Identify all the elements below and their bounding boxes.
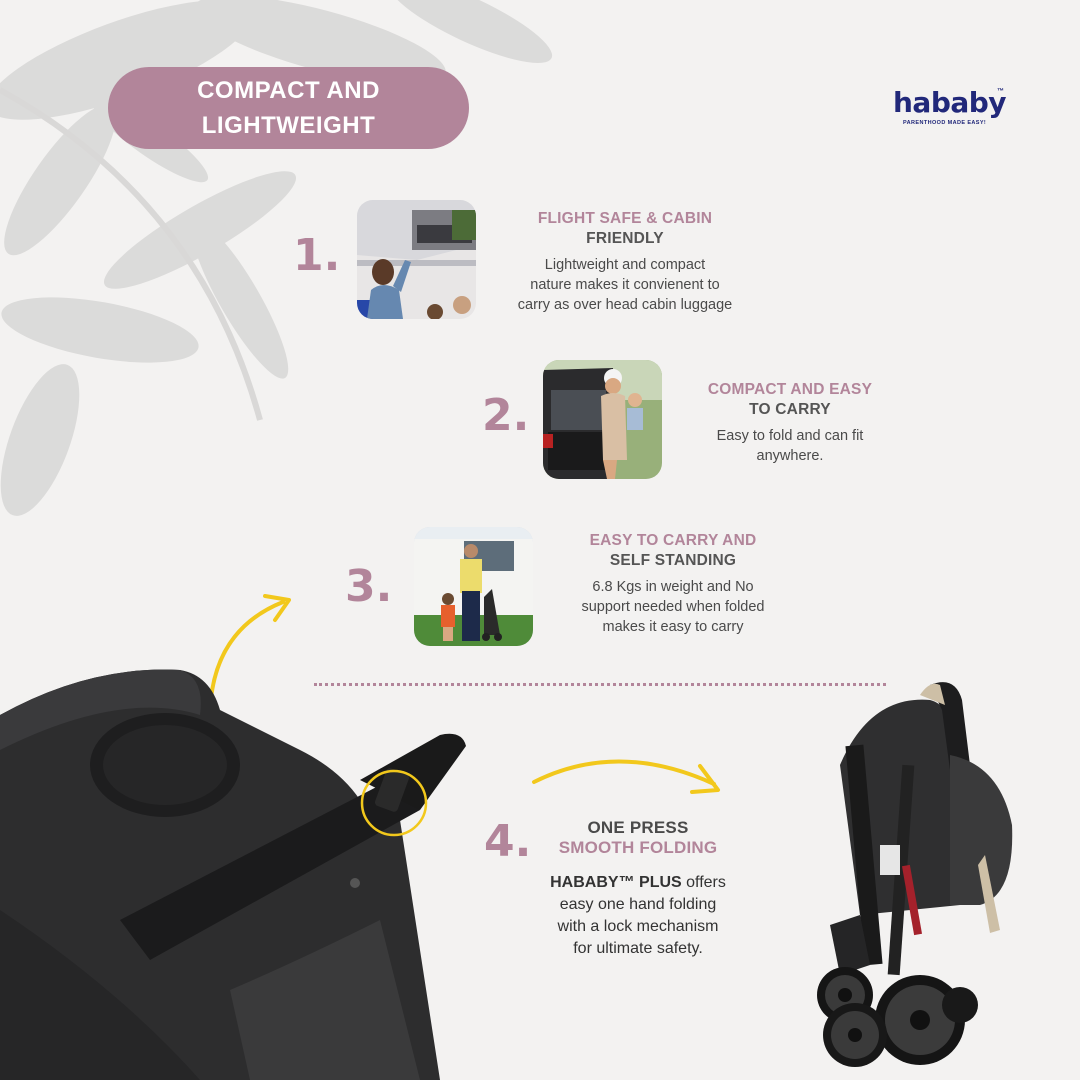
highlight-circle-icon bbox=[360, 769, 428, 837]
feature-2-desc-line-2: anywhere. bbox=[756, 448, 824, 464]
folded-stroller-photo bbox=[817, 682, 1013, 1067]
feature-4-brand-name: HABABY™ PLUS bbox=[550, 874, 682, 891]
feature-1-desc-line-2: nature makes it convienent to bbox=[530, 277, 720, 293]
feature-4-heading-line-1: ONE PRESS bbox=[587, 818, 689, 837]
feature-4-number: 4. bbox=[484, 816, 532, 867]
feature-4-desc-line-1: HABABY™ PLUS offers bbox=[528, 872, 748, 894]
feature-1-desc-line-1: Lightweight and compact bbox=[544, 257, 706, 273]
feature-4-text: ONE PRESS SMOOTH FOLDING HABABY™ PLUS of… bbox=[528, 818, 748, 960]
feature-3-text: EASY TO CARRY AND SELF STANDING 6.8 Kgs … bbox=[563, 531, 783, 637]
feature-3-heading-line-1: EASY TO CARRY AND bbox=[589, 532, 757, 549]
feature-3-desc-line-1: 6.8 Kgs in weight and No bbox=[592, 579, 754, 595]
feature-1-desc-line-3: carry as over head cabin luggage bbox=[517, 297, 733, 313]
feature-4-description: HABABY™ PLUS offers easy one hand foldin… bbox=[528, 872, 748, 960]
feature-4-heading-line-2: SMOOTH FOLDING bbox=[558, 838, 718, 857]
title-line-1: COMPACT AND bbox=[197, 77, 380, 104]
title-line-2: LIGHTWEIGHT bbox=[201, 112, 376, 139]
logo-trademark: ™ bbox=[997, 88, 1004, 95]
feature-1-text: FLIGHT SAFE & CABIN FRIENDLY Lightweight… bbox=[495, 209, 755, 315]
feature-4-desc-line-1-rest: offers bbox=[681, 874, 726, 891]
feature-2-desc-line-1: Easy to fold and can fit bbox=[716, 428, 864, 444]
curved-arrow-icon bbox=[532, 759, 720, 794]
feature-1-description: Lightweight and compact nature makes it … bbox=[495, 255, 755, 315]
feature-1-photo bbox=[357, 200, 476, 319]
feature-2-text: COMPACT AND EASY TO CARRY Easy to fold a… bbox=[690, 380, 890, 466]
page-title: COMPACT AND LIGHTWEIGHT bbox=[108, 67, 469, 149]
feature-2-number: 2. bbox=[482, 390, 530, 441]
feature-4-desc-line-2: easy one hand folding bbox=[559, 896, 717, 913]
logo-tagline: PARENTHOOD MADE EASY! bbox=[903, 120, 987, 126]
leaf-shadow-decoration bbox=[0, 0, 553, 516]
feature-3-number: 3. bbox=[345, 561, 393, 612]
feature-3-photo bbox=[414, 527, 533, 646]
feature-1-number: 1. bbox=[293, 230, 341, 281]
feature-2-heading-line-1: COMPACT AND EASY bbox=[707, 381, 873, 398]
feature-4-desc-line-4: for ultimate safety. bbox=[573, 940, 703, 957]
section-divider bbox=[314, 683, 886, 686]
feature-1-heading-line-1: FLIGHT SAFE & CABIN bbox=[537, 210, 713, 227]
feature-4-desc-line-3: with a lock mechanism bbox=[557, 918, 719, 935]
brand-logo: hababy ™ PARENTHOOD MADE EASY! bbox=[893, 88, 1013, 132]
stroller-canopy-photo bbox=[0, 669, 466, 1080]
feature-1-heading-line-2: FRIENDLY bbox=[586, 230, 664, 247]
feature-2-photo bbox=[543, 360, 662, 479]
feature-3-description: 6.8 Kgs in weight and No support needed … bbox=[563, 577, 783, 637]
feature-3-desc-line-2: support needed when folded bbox=[581, 599, 765, 615]
feature-2-heading-line-2: TO CARRY bbox=[749, 401, 831, 418]
feature-3-heading-line-2: SELF STANDING bbox=[609, 552, 737, 569]
feature-3-desc-line-3: makes it easy to carry bbox=[602, 619, 744, 635]
feature-2-description: Easy to fold and can fit anywhere. bbox=[690, 426, 890, 466]
logo-wordmark: hababy bbox=[893, 86, 1007, 119]
